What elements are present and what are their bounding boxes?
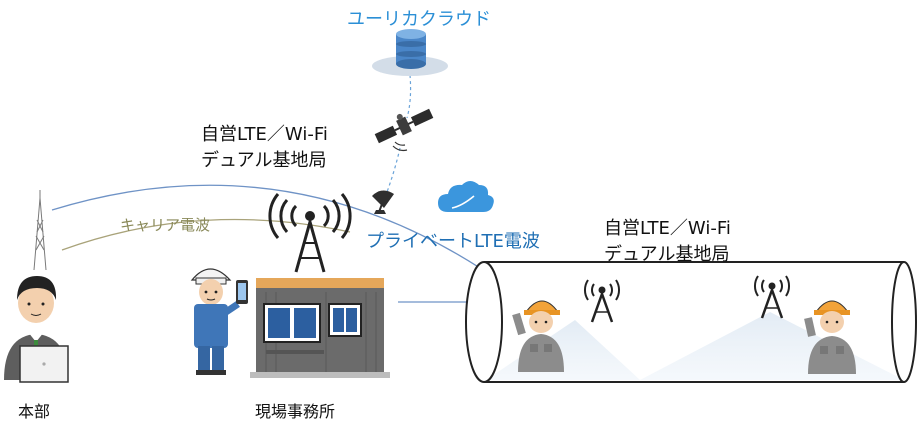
satellite-icon <box>371 102 434 146</box>
carrier-tower-icon <box>34 190 46 270</box>
base-station-top-label-line2: デュアル基地局 <box>201 146 326 172</box>
satellite-dish-icon <box>372 190 394 214</box>
headquarters-label: 本部 <box>18 398 50 422</box>
base-station-tunnel-label-line1: 自営LTE／Wi-Fi <box>604 214 731 240</box>
base-station-tunnel-label-line2: デュアル基地局 <box>604 240 729 266</box>
office-antenna-icon <box>270 194 350 272</box>
site-worker-with-phone <box>192 269 248 375</box>
site-office-building <box>250 278 390 378</box>
satellite-dish-dashed-link <box>387 148 400 192</box>
private-lte-label: プライベートLTE電波 <box>366 227 540 253</box>
carrier-wave-label: キャリア電波 <box>120 214 210 235</box>
cloud-icon <box>438 181 494 212</box>
headquarters-person <box>4 276 68 382</box>
cloud-label: ユーリカクラウド <box>347 5 491 31</box>
cloud-database-icon <box>372 29 448 76</box>
site-office-label: 現場事務所 <box>255 398 335 422</box>
cloud-satellite-dashed-link <box>407 75 411 118</box>
base-station-top-label-line1: 自営LTE／Wi-Fi <box>201 120 328 146</box>
